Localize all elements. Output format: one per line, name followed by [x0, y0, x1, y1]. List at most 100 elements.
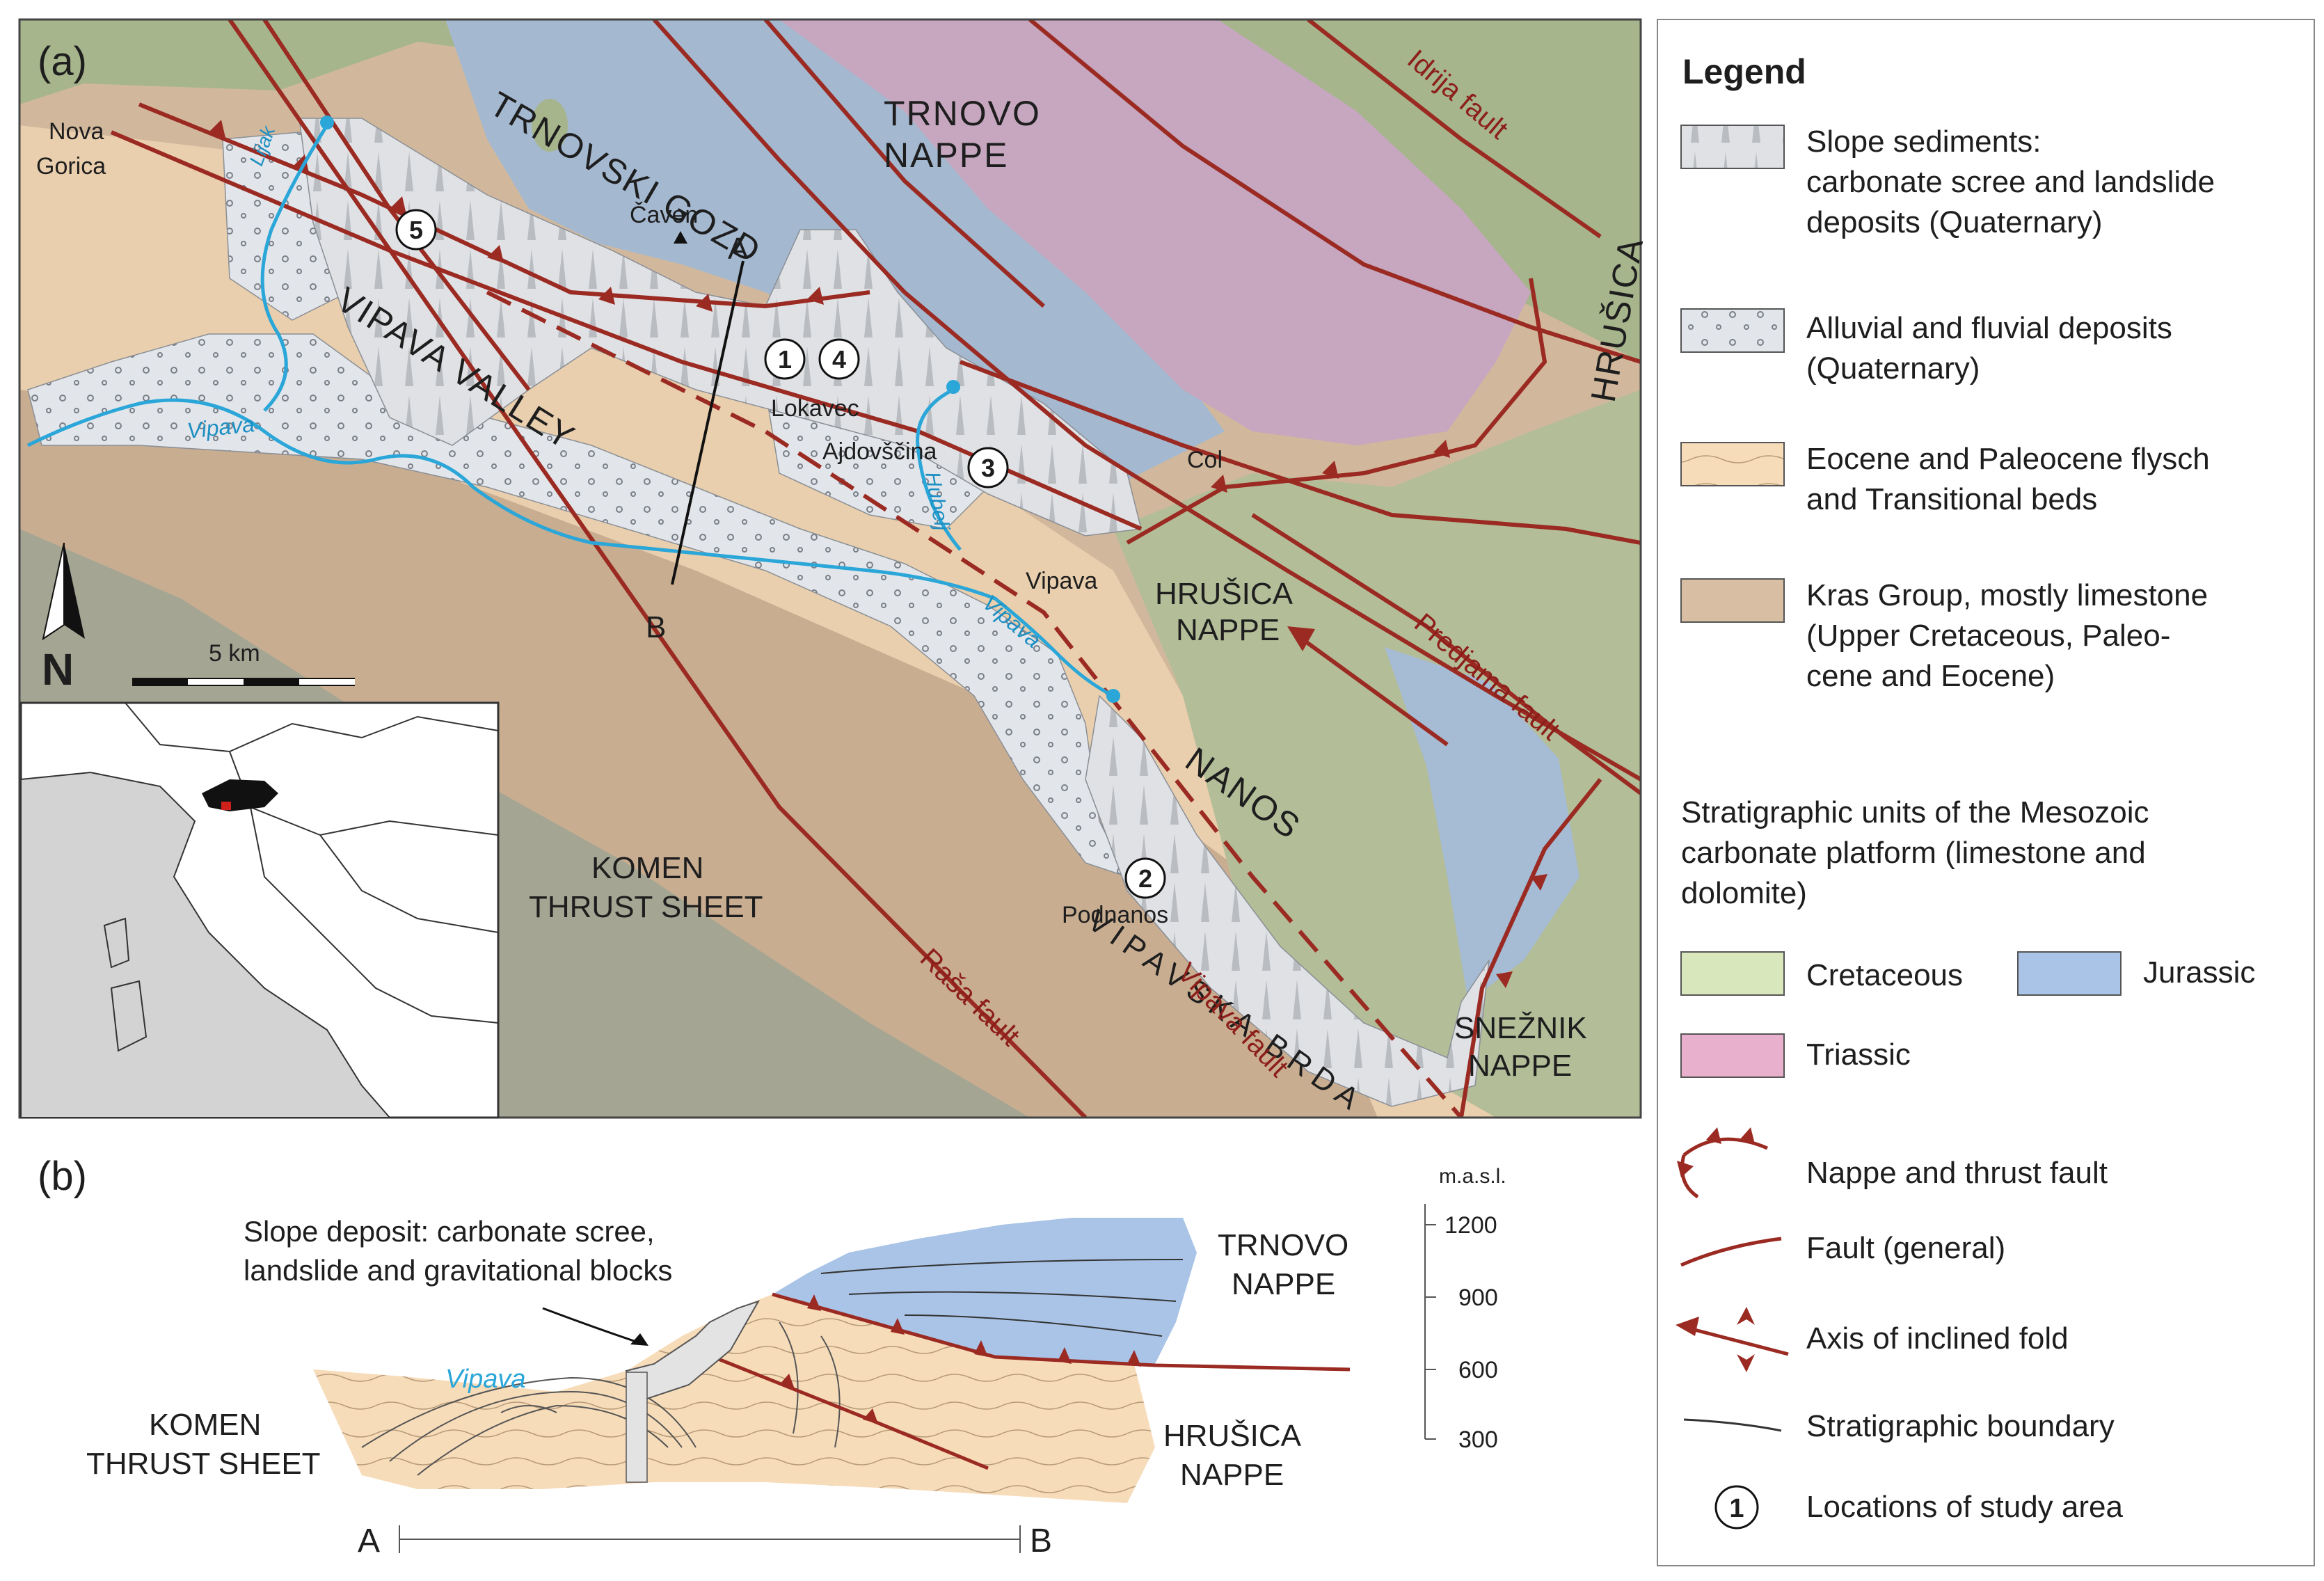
scree-column — [626, 1372, 648, 1483]
fault-north-2 — [1307, 19, 1602, 239]
legend-strat-2: carbonate platform (limestone and — [1681, 836, 2146, 870]
tooth — [696, 294, 713, 312]
legend-strat-boundary: Stratigraphic boundary — [1806, 1409, 2115, 1443]
section-vipava-river: Vipava — [445, 1365, 526, 1394]
geologic-map: TRNOVSKI GOZD TRNOVO NAPPE VIPAVA VALLEY… — [18, 18, 1650, 1120]
legend-strat: Stratigraphic units of the Mesozoic — [1681, 795, 2149, 829]
label-hrusica-nappe-2: NAPPE — [1176, 613, 1280, 647]
swatch-cretaceous — [1680, 951, 1785, 996]
spring-point — [1106, 689, 1120, 703]
study-area-marker — [221, 802, 231, 810]
label-hrusica-nappe: HRUŠICA — [1155, 576, 1294, 611]
swatch-slope — [1680, 125, 1785, 169]
hrusica-nappe-thrust — [1126, 278, 1547, 545]
axis-tick-300: 300 — [1458, 1427, 1498, 1453]
site-marker-1: 1 — [764, 338, 806, 380]
idrija-fault-line — [1028, 19, 1641, 364]
section-hrusica-2: NAPPE — [1180, 1458, 1284, 1492]
label-trnovo-nappe: TRNOVO — [884, 94, 1041, 133]
place-col: Col — [1187, 447, 1223, 473]
section-label-a: A — [358, 1523, 380, 1559]
green-patch — [532, 99, 568, 152]
section-trnovo-2: NAPPE — [1232, 1267, 1335, 1301]
legend-slope: Slope sediments: — [1806, 125, 2042, 159]
triassic-trnovo — [779, 19, 1531, 445]
legend-thrust-symbol — [1677, 1127, 1768, 1199]
tooth — [1433, 440, 1450, 458]
trnovo-thrust-a — [138, 102, 870, 309]
section-trnovo: TRNOVO — [1218, 1228, 1348, 1262]
svg-text:1: 1 — [1729, 1494, 1744, 1523]
site-marker-4: 4 — [818, 338, 860, 380]
axis-tick-900: 900 — [1458, 1285, 1498, 1311]
legend-fold-symbol — [1676, 1307, 1789, 1372]
tooth — [390, 196, 406, 214]
fault-trnovo — [652, 19, 1641, 781]
section-slope-note-2: landslide and gravitational blocks — [244, 1254, 672, 1287]
trnovo-nappe-base — [772, 1292, 1351, 1372]
panel-b-label: (b) — [38, 1154, 87, 1199]
fold-axis — [1287, 626, 1449, 747]
section-hrusica: HRUŠICA — [1163, 1418, 1302, 1453]
lijak-river — [260, 124, 329, 412]
italy-shape — [20, 771, 392, 1118]
svg-text:5: 5 — [409, 216, 423, 244]
map-section-b: B — [646, 610, 666, 644]
border-lines — [125, 702, 499, 1024]
place-podnanos: Podnanos — [1062, 902, 1168, 928]
scale-bar: 5 km — [132, 640, 355, 686]
peak-icon — [674, 231, 687, 244]
legend-flysch: Eocene and Paleocene flysch — [1806, 442, 2210, 476]
section-komen-2: THRUST SHEET — [86, 1447, 321, 1481]
karst-upland — [19, 390, 1378, 1118]
fault-trnovo-2 — [763, 19, 1046, 308]
tooth — [1496, 971, 1513, 988]
section-komen: KOMEN — [149, 1408, 261, 1442]
north-arrow: N — [42, 542, 85, 694]
legend-kras-2: (Upper Cretaceous, Paleo- — [1806, 619, 2170, 653]
rasa-fault-line — [228, 19, 1088, 1118]
slope-arrow — [542, 1307, 641, 1344]
place-labels: Nova Gorica Čaven Lokavec Ajdovščina Col… — [36, 118, 1223, 928]
section-slope-note: Slope deposit: carbonate scree, — [244, 1215, 655, 1248]
legend-fault-general: Fault (general) — [1806, 1231, 2005, 1265]
corsica-shape — [103, 917, 130, 969]
faults — [110, 19, 1641, 1118]
legend-fault-symbol — [1680, 1237, 1782, 1267]
site-marker-2: 2 — [1124, 857, 1166, 899]
legend-panel: Legend Slope sediments: carbonate scree … — [1657, 19, 2315, 1566]
tooth — [598, 287, 615, 305]
predjama-fault-line — [1251, 513, 1641, 795]
place-lokavec: Lokavec — [771, 395, 859, 422]
section-label-b: B — [1030, 1523, 1052, 1559]
legend-strat-3: dolomite) — [1681, 876, 1807, 910]
hubelj-river — [916, 388, 962, 551]
swatch-alluvial — [1680, 308, 1785, 353]
legend-alluvial-2: (Quaternary) — [1806, 351, 1980, 386]
swatch-kras — [1680, 578, 1785, 623]
place-nova-gorica: Nova — [49, 118, 104, 145]
legend-cretaceous: Cretaceous — [1806, 958, 1963, 992]
fold-axis-head — [1287, 626, 1315, 651]
panel-a-label: (a) — [38, 39, 87, 84]
cross-section: Slope deposit: carbonate scree, landslid… — [86, 1165, 1506, 1559]
axis-tick-1200: 1200 — [1444, 1212, 1497, 1239]
swatch-triassic — [1680, 1033, 1785, 1078]
label-komen: KOMEN — [591, 851, 703, 885]
slope-deposits-nanos — [1085, 694, 1490, 1107]
site-marker-3: 3 — [967, 447, 1009, 488]
tooth — [487, 245, 504, 263]
place-caven: Čaven — [630, 202, 698, 228]
label-trnovo-nappe-2: NAPPE — [884, 136, 1009, 175]
tooth — [1211, 475, 1227, 493]
label-komen-2: THRUST SHEET — [529, 890, 763, 924]
legend-kras-3: cene and Eocene) — [1806, 659, 2055, 693]
svg-text:1: 1 — [778, 345, 792, 374]
inset-locator-map — [19, 701, 500, 1119]
svg-text:3: 3 — [981, 454, 995, 482]
tooth — [209, 120, 225, 138]
tooth — [807, 287, 824, 305]
axis-tick-600: 600 — [1458, 1357, 1498, 1383]
legend-triassic: Triassic — [1806, 1038, 1911, 1072]
